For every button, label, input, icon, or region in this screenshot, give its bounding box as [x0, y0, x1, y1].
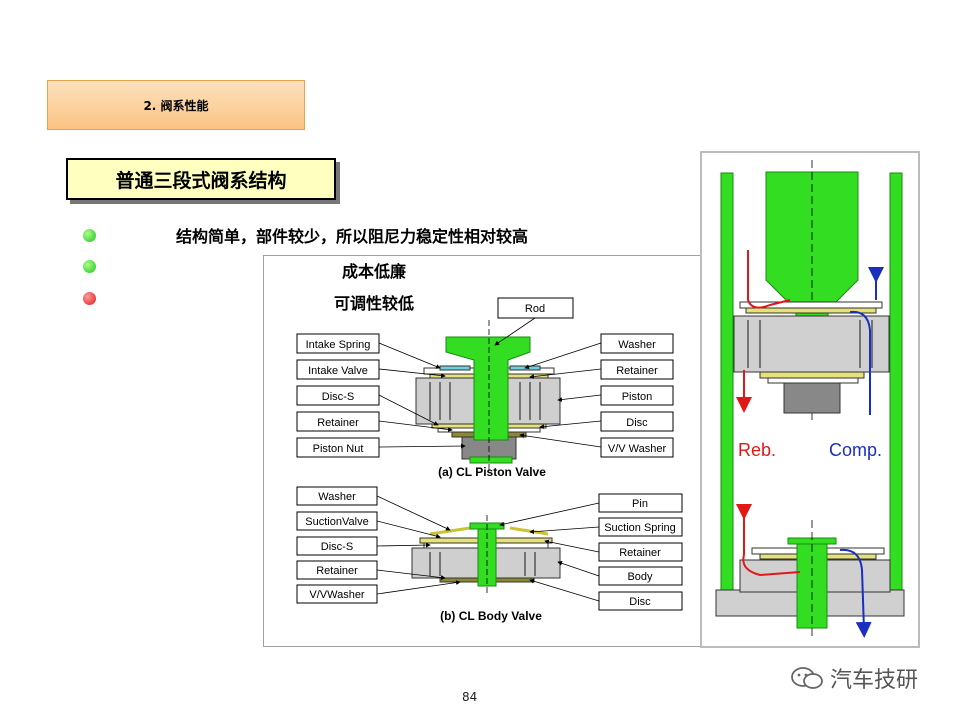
flow-illustration-frame [700, 151, 920, 648]
svg-text:Body: Body [627, 571, 653, 583]
svg-text:Piston Nut: Piston Nut [313, 443, 364, 455]
piston-left-label: Disc-S [296, 385, 380, 406]
body-valve-drawing [411, 515, 561, 595]
svg-text:Retainer: Retainer [616, 365, 658, 377]
bullet-red-icon [83, 292, 96, 305]
bullet-green-icon [83, 229, 96, 242]
piston-right-label: Disc [600, 411, 674, 432]
section-label: 2. 阀系性能 [143, 98, 209, 113]
body-right-label: Disc [598, 591, 683, 611]
svg-text:Intake Spring: Intake Spring [306, 339, 371, 351]
slide-title: 普通三段式阀系结构 [66, 158, 336, 200]
svg-text:V/VWasher: V/VWasher [309, 589, 365, 601]
bullet-text-3: 可调性较低 [334, 294, 415, 313]
wechat-icon [791, 667, 823, 689]
piston-right-label: Washer [600, 333, 674, 354]
piston-label-rod: Rod [497, 297, 574, 319]
svg-text:Piston: Piston [622, 391, 653, 403]
svg-text:Washer: Washer [318, 491, 356, 503]
piston-valve-drawing [415, 320, 561, 470]
svg-text:Disc: Disc [629, 596, 651, 608]
body-right-label: Body [598, 566, 683, 586]
svg-text:Washer: Washer [618, 339, 656, 351]
body-caption: (b) CL Body Valve [440, 609, 542, 623]
piston-left-label: Piston Nut [296, 437, 380, 458]
section-tab: 2. 阀系性能 [47, 80, 305, 130]
compression-label: Comp. [829, 440, 883, 460]
watermark: 汽车技研 [790, 662, 918, 694]
svg-text:V/V Washer: V/V Washer [608, 443, 667, 455]
svg-text:Retainer: Retainer [317, 417, 359, 429]
svg-text:Rod: Rod [525, 303, 545, 315]
svg-text:Retainer: Retainer [316, 565, 358, 577]
piston-left-label: Intake Valve [296, 359, 380, 380]
piston-caption: (a) CL Piston Valve [438, 465, 546, 479]
body-left-label: Disc-S [296, 536, 378, 556]
svg-text:Suction Spring: Suction Spring [604, 522, 676, 534]
body-left-label: SuctionValve [296, 511, 378, 531]
svg-text:Disc: Disc [626, 417, 648, 429]
body-left-label: V/VWasher [296, 584, 378, 604]
svg-text:Intake Valve: Intake Valve [308, 365, 368, 377]
piston-right-label: Retainer [600, 359, 674, 380]
bullet-text-1: 结构简单，部件较少，所以阻尼力稳定性相对较高 [176, 227, 529, 246]
piston-left-label: Retainer [296, 411, 380, 432]
bullet-green-icon [83, 260, 96, 273]
piston-right-label: V/V Washer [600, 437, 674, 458]
watermark-text: 汽车技研 [830, 668, 919, 693]
body-right-label: Retainer [598, 542, 683, 562]
body-left-label: Retainer [296, 560, 378, 580]
body-right-label: Suction Spring [598, 517, 683, 537]
bullet-text-2: 成本低廉 [342, 262, 407, 281]
rebound-label: Reb. [738, 440, 777, 460]
piston-right-label: Piston [600, 385, 674, 406]
title-text: 普通三段式阀系结构 [115, 169, 287, 192]
body-right-label: Pin [598, 493, 683, 513]
piston-left-label: Intake Spring [296, 333, 380, 354]
body-left-label: Washer [296, 486, 378, 506]
svg-text:Pin: Pin [632, 498, 648, 510]
svg-text:SuctionValve: SuctionValve [305, 516, 368, 528]
svg-text:Disc-S: Disc-S [322, 391, 354, 403]
page-number: 84 [462, 690, 478, 704]
svg-text:Retainer: Retainer [619, 547, 661, 559]
svg-text:Disc-S: Disc-S [321, 541, 353, 553]
